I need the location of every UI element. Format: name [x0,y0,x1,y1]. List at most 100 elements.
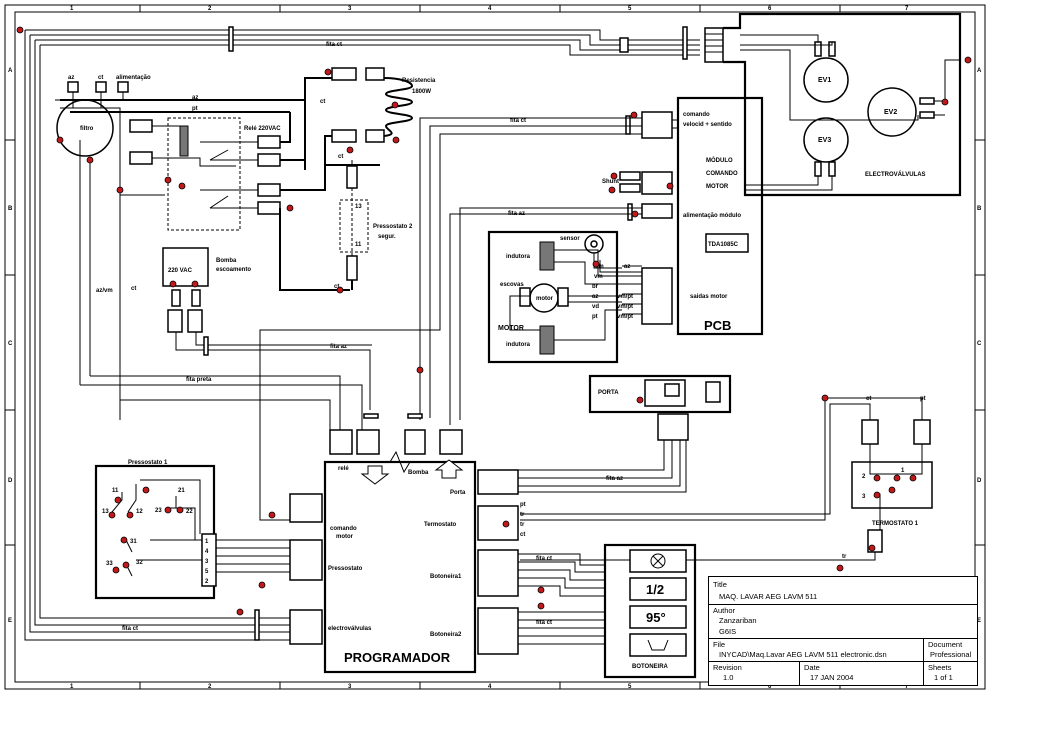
label-fita-ct-top: fita ct [326,42,342,48]
door-lock [480,374,732,493]
file-heading: File [713,640,726,649]
label-pressostato-small: Pressostato [328,566,363,572]
label-pt-term: pt [920,396,926,402]
label-programador: PROGRAMADOR [344,650,451,665]
revision-heading: Revision [713,663,742,672]
thermostat-1 [520,397,933,561]
sheets-value: 1 of 1 [934,673,953,682]
document-heading: Document [928,640,963,649]
label-wire-ct: ct [520,532,525,538]
motor-wire-label: az [592,294,598,300]
motor-wire-label: rm [596,264,604,270]
p1-terminal: 2 [205,579,209,585]
label-termostato1: TERMOSTATO 1 [872,521,919,527]
pressure-switch-2 [339,160,369,290]
col-number: 5 [628,6,632,12]
document-value: Professional [930,650,972,659]
label-ct-term: ct [866,396,871,402]
author-value-2: G6IS [719,627,737,636]
label-resistencia: Resistencia [402,78,436,84]
label-wire-tr: tr [520,512,525,518]
col-number: 4 [488,684,492,690]
label-modulo1: MÓDULO [706,156,733,164]
label-fita-ct-bot2: fita ct [536,620,552,626]
col-number: 1 [70,684,74,690]
file-value: INYCAD\Maq.Lavar AEG LAVM 511 electronic… [719,650,887,659]
cable-tie [254,609,260,641]
p1-terminal: 4 [205,549,209,555]
top-cable-bundle [24,26,700,641]
motor-wire-label: az [624,264,630,270]
author-value-1: Zanzariban [719,616,757,625]
label-motor: motor [536,296,554,302]
row-letter: E [977,618,981,624]
label-fita-ct-mid: fita ct [510,118,526,124]
label-porta-small: Porta [450,490,466,496]
label-botoneira1: Botoneira1 [430,574,462,580]
label-indutora-top: indutora [506,254,531,260]
label-pressostato2: Pressostato 2 [373,224,413,230]
label-bomba-small: Bomba [408,470,429,476]
label-fita-preta: fita preta [186,377,212,383]
col-number: 7 [905,6,909,12]
pcb-module [259,96,764,521]
label-comando2: velocid + sentido [683,122,732,128]
row-letter: B [8,206,13,212]
p1-terminal: 5 [205,569,209,575]
heater-resistance [304,67,414,170]
label-alimentacao: alimentação [116,75,151,81]
col-number: 4 [488,6,492,12]
label-botoneira: BOTONEIRA [632,664,669,670]
label-motor-title: MOTOR [498,325,524,332]
revision-value: 1.0 [723,673,734,682]
label-fita-az-right: fita az [606,476,623,482]
p1-contact: 12 [136,509,143,515]
drain-pump [162,247,372,410]
p1-contact: 13 [102,509,109,515]
p1-contact: 21 [178,488,185,494]
label-ev1: EV1 [818,77,831,84]
junction-dots [16,26,972,616]
p1-contact: 33 [106,561,113,567]
col-number: 6 [768,684,772,690]
label-pressostato2b: segur. [378,234,396,240]
label-fita-ct-bot1: fita ct [536,556,552,562]
row-letter: C [977,341,982,347]
inner-frame [14,11,976,683]
motor-wire-labels: rm az vm br az vm/pt vd vm/pt pt vm/pt [592,264,633,320]
label-az-vm: az/vm [96,288,113,294]
outer-frame [4,4,986,690]
btn-temp: 95° [646,610,666,625]
label-electrovalvulas-small: electroválvulas [328,626,372,632]
label-fita-az-left: fita az [330,344,347,350]
label-indutora-bottom: indutora [506,342,531,348]
label-ev2: EV2 [884,109,897,116]
label-fita-az-mid: fita az [508,211,525,217]
electrovalves-group [704,12,962,197]
sheets-heading: Sheets [928,663,952,672]
col-number: 5 [628,684,632,690]
label-filtro: filtro [80,126,94,132]
button-panel [603,543,697,679]
label-modulo2: COMANDO [706,171,738,177]
label-wire-tr2: tr [520,522,525,528]
label-comando-motor1: comando [330,526,357,532]
label-modulo3: MOTOR [706,184,729,190]
label-tda: TDA1085C [708,242,739,248]
p1-terminal: 3 [205,559,209,565]
programmer-unit [79,140,519,674]
motor-wire-label: vd [592,304,599,310]
label-botoneira2: Botoneira2 [430,632,462,638]
label-porta: PORTA [598,390,619,396]
date-value: 17 JAN 2004 [810,673,854,682]
col-number: 2 [208,6,212,12]
label-tr-term: tr [842,554,847,560]
label-ct: ct [98,75,103,81]
label-fita-ct-bottom: fita ct [122,626,138,632]
label-electrovalvulas: ELECTROVÁLVULAS [865,171,926,178]
title-block: Title MAQ. LAVAR AEG LAVM 511 Author Zan… [708,576,978,686]
label-bomba1: Bomba [216,258,237,264]
label-rele: Relé 220VAC [244,126,281,132]
col-number: 7 [905,684,909,690]
